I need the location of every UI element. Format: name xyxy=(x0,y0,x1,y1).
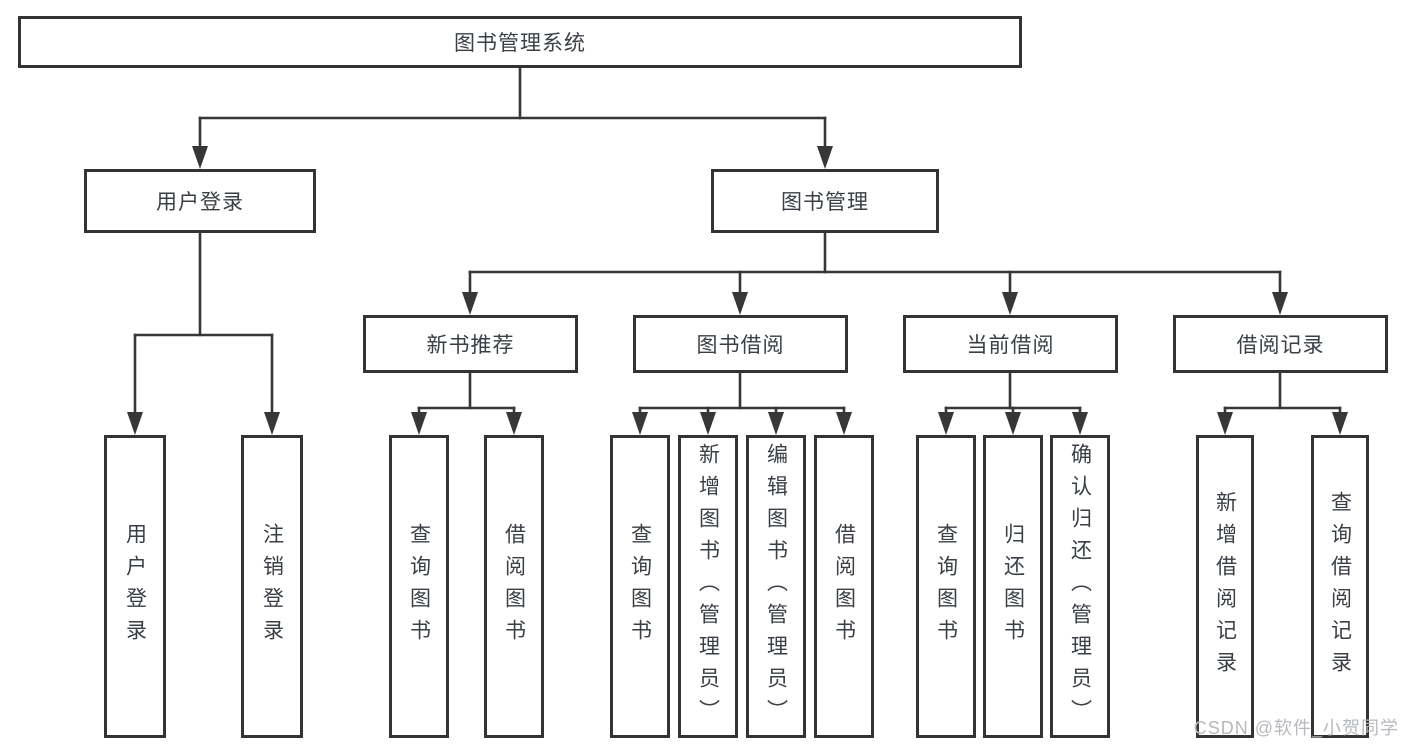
node-label: 图书借阅 xyxy=(696,334,785,357)
leaf-logout: 注销登录 xyxy=(241,435,303,738)
leaf-user-login: 用户登录 xyxy=(104,435,166,738)
node-book-borrow: 图书借阅 xyxy=(633,315,848,373)
leaf-label: 新增图书（管理员） xyxy=(696,442,720,731)
csdn-watermark: CSDN @软件_小贺同学 xyxy=(1193,718,1399,738)
leaf-current-query-books: 查询图书 xyxy=(916,435,976,738)
node-label: 用户登录 xyxy=(156,191,244,214)
node-current-borrow: 当前借阅 xyxy=(903,315,1118,373)
leaf-label: 用户登录 xyxy=(123,522,147,651)
node-book-management: 图书管理 xyxy=(711,169,939,233)
node-label: 新书推荐 xyxy=(426,334,515,357)
leaf-recommend-query-books: 查询图书 xyxy=(389,435,449,738)
node-label: 当前借阅 xyxy=(966,334,1055,357)
leaf-label: 查询图书 xyxy=(934,522,958,651)
leaf-label: 归还图书 xyxy=(1001,522,1025,651)
node-label: 借阅记录 xyxy=(1236,334,1325,357)
leaf-borrow-query-books: 查询图书 xyxy=(610,435,670,738)
node-new-book-recommend: 新书推荐 xyxy=(363,315,578,373)
leaf-label: 借阅图书 xyxy=(502,522,526,651)
leaf-label: 查询图书 xyxy=(407,522,431,651)
leaf-borrow-add-books-admin: 新增图书（管理员） xyxy=(678,435,738,738)
leaf-recommend-borrow-books: 借阅图书 xyxy=(484,435,544,738)
leaf-current-return-books: 归还图书 xyxy=(983,435,1043,738)
node-label: 图书管理系统 xyxy=(454,32,586,55)
leaf-records-query: 查询借阅记录 xyxy=(1311,435,1369,738)
node-borrow-records: 借阅记录 xyxy=(1173,315,1388,373)
leaf-label: 新增借阅记录 xyxy=(1213,490,1237,683)
node-label: 图书管理 xyxy=(781,191,869,214)
leaf-current-confirm-return-admin: 确认归还（管理员） xyxy=(1050,435,1110,738)
node-user-login: 用户登录 xyxy=(84,169,316,233)
leaf-label: 查询图书 xyxy=(628,522,652,651)
leaf-label: 注销登录 xyxy=(260,522,284,651)
leaf-label: 确认归还（管理员） xyxy=(1068,442,1092,731)
leaf-label: 编辑图书（管理员） xyxy=(764,442,788,731)
leaf-label: 借阅图书 xyxy=(832,522,856,651)
leaf-borrow-edit-books-admin: 编辑图书（管理员） xyxy=(746,435,806,738)
leaf-records-add: 新增借阅记录 xyxy=(1196,435,1254,738)
node-library-system: 图书管理系统 xyxy=(18,16,1022,68)
leaf-borrow-borrow-books: 借阅图书 xyxy=(814,435,874,738)
leaf-label: 查询借阅记录 xyxy=(1328,490,1352,683)
